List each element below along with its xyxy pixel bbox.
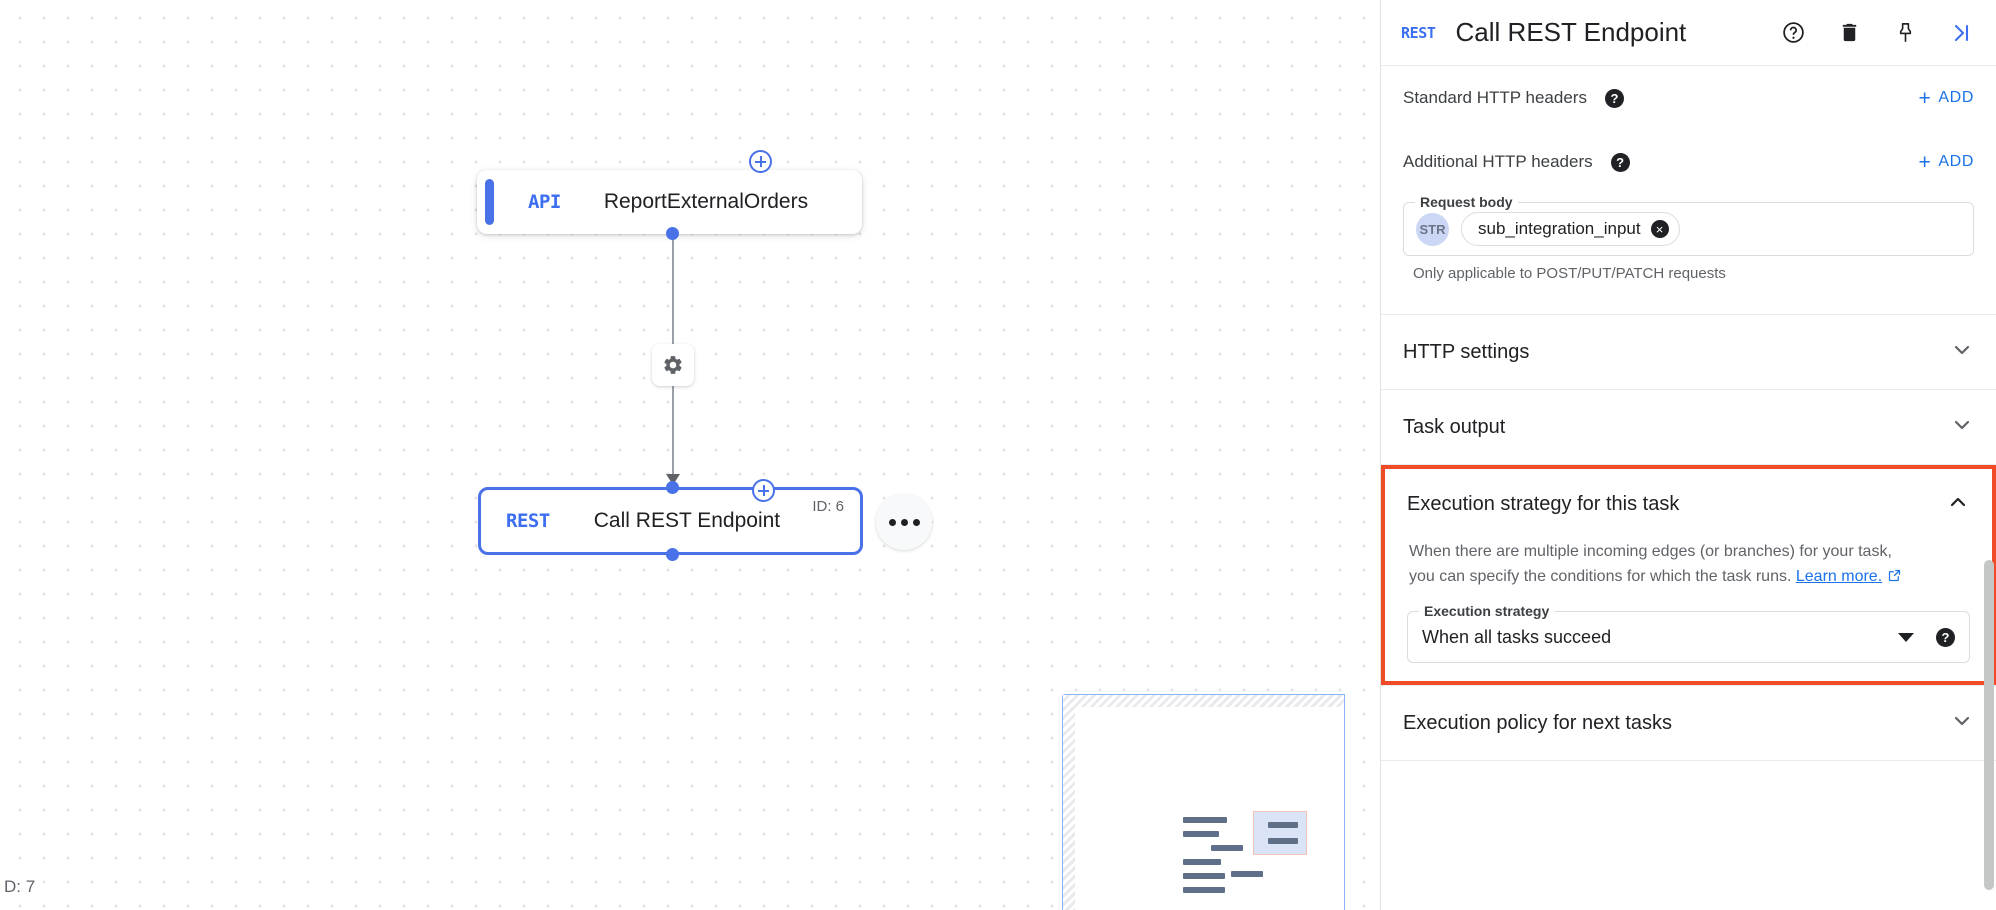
panel-header-actions — [1780, 20, 1974, 46]
canvas-node-api[interactable]: API ReportExternalOrders — [477, 170, 862, 234]
edge-arrowhead — [666, 474, 680, 485]
add-node-button-rest[interactable] — [752, 479, 775, 502]
pin-icon[interactable] — [1892, 20, 1918, 46]
section-title: Execution strategy for this task — [1407, 492, 1680, 515]
dot — [888, 518, 896, 526]
workflow-canvas[interactable]: API ReportExternalOrders REST Call REST … — [0, 0, 1380, 910]
request-body-variable-chip[interactable]: sub_integration_input × — [1461, 212, 1680, 246]
minimap-node — [1183, 873, 1225, 879]
section-task-output[interactable]: Task output — [1381, 390, 1996, 464]
section-execution-strategy[interactable]: Execution strategy for this task — [1385, 469, 1992, 539]
canvas-minimap[interactable] — [1062, 694, 1345, 910]
request-body-field[interactable]: Request body STR sub_integration_input × — [1403, 194, 1974, 256]
panel-header: REST Call REST Endpoint — [1381, 0, 1996, 66]
divider — [1381, 464, 1996, 465]
task-config-panel: REST Call REST Endpoint — [1380, 0, 1996, 910]
clipped-node-id: D: 7 — [0, 875, 44, 899]
divider — [1381, 389, 1996, 390]
chevron-down-icon[interactable] — [1950, 413, 1974, 442]
panel-scrollbar-track[interactable] — [1982, 66, 1996, 910]
page-title: Call REST Endpoint — [1455, 17, 1687, 47]
canvas-node-rest[interactable]: REST Call REST Endpoint ID: 6 — [478, 487, 863, 555]
additional-http-headers-row: Additional HTTP headers ? + ADD — [1381, 130, 1996, 194]
string-type-badge: STR — [1416, 212, 1449, 246]
panel-scrollbar-thumb[interactable] — [1984, 560, 1994, 890]
execution-strategy-description: When there are multiple incoming edges (… — [1385, 539, 1992, 601]
add-additional-header-button[interactable]: + ADD — [1919, 152, 1974, 173]
request-body-legend: Request body — [1415, 194, 1518, 210]
panel-body: Standard HTTP headers ? + ADD Additional… — [1381, 66, 1996, 910]
trash-icon[interactable] — [1836, 20, 1862, 46]
divider — [1381, 760, 1996, 761]
minimap-node — [1183, 859, 1221, 865]
add-standard-header-button[interactable]: + ADD — [1919, 88, 1974, 109]
add-node-button-api[interactable] — [749, 150, 772, 173]
help-icon[interactable]: ? — [1604, 88, 1624, 108]
dot — [912, 518, 920, 526]
minimap-node — [1268, 822, 1298, 828]
chip-label: sub_integration_input — [1478, 219, 1641, 238]
execution-strategy-value: When all tasks succeed — [1422, 626, 1612, 647]
minimap-viewport[interactable] — [1253, 811, 1307, 855]
node-type-badge: API — [528, 191, 561, 213]
node-label: ReportExternalOrders — [603, 190, 809, 213]
learn-more-link[interactable]: Learn more. — [1795, 568, 1883, 585]
plus-icon: + — [1918, 86, 1932, 110]
minimap-node — [1211, 845, 1243, 851]
dropdown-caret-icon[interactable] — [1898, 632, 1914, 642]
chevron-down-icon[interactable] — [1950, 338, 1974, 367]
section-title: HTTP settings — [1403, 340, 1530, 363]
execution-strategy-highlight: Execution strategy for this task When th… — [1381, 465, 1996, 685]
close-icon[interactable]: × — [1650, 220, 1669, 238]
external-link-icon[interactable] — [1887, 568, 1902, 585]
divider — [1381, 685, 1996, 686]
node-id-label: ID: 6 — [812, 498, 844, 515]
settings-gear-icon[interactable] — [652, 344, 694, 386]
add-label: ADD — [1938, 89, 1974, 106]
panel-type-badge: REST — [1401, 23, 1436, 42]
help-circle-icon[interactable] — [1780, 20, 1806, 46]
additional-http-headers-label: Additional HTTP headers — [1403, 152, 1593, 171]
execution-strategy-legend: Execution strategy — [1419, 603, 1555, 619]
node-output-port[interactable] — [666, 548, 679, 561]
section-title: Task output — [1403, 415, 1506, 438]
help-icon[interactable]: ? — [1936, 627, 1955, 647]
request-body-group: Request body STR sub_integration_input × — [1381, 194, 1996, 256]
node-output-port[interactable] — [666, 227, 679, 240]
node-type-badge: REST — [506, 510, 550, 532]
minimap-node — [1231, 871, 1263, 877]
section-http-settings[interactable]: HTTP settings — [1381, 315, 1996, 389]
node-accent-bar — [485, 179, 494, 225]
section-execution-policy[interactable]: Execution policy for next tasks — [1381, 686, 1996, 760]
standard-http-headers-label: Standard HTTP headers — [1403, 88, 1587, 107]
section-title: Execution policy for next tasks — [1403, 711, 1673, 734]
node-label: Call REST Endpoint — [593, 509, 781, 532]
minimap-hatch-top — [1063, 695, 1344, 707]
dot — [900, 518, 908, 526]
minimap-node — [1183, 831, 1219, 837]
execution-strategy-select[interactable]: Execution strategy When all tasks succee… — [1407, 603, 1970, 663]
node-input-port[interactable] — [666, 481, 679, 494]
minimap-node — [1183, 817, 1227, 823]
minimap-hatch-left — [1063, 695, 1075, 910]
request-body-hint: Only applicable to POST/PUT/PATCH reques… — [1413, 265, 1726, 282]
plus-icon: + — [1918, 150, 1932, 174]
chevron-down-icon[interactable] — [1950, 709, 1974, 738]
desc-line-2: you can specify the conditions for which… — [1409, 568, 1792, 585]
divider — [1381, 314, 1996, 315]
desc-line-1: When there are multiple incoming edges (… — [1409, 543, 1892, 560]
more-options-icon[interactable] — [876, 494, 932, 550]
standard-http-headers-row: Standard HTTP headers ? + ADD — [1381, 66, 1996, 130]
add-label: ADD — [1938, 153, 1974, 170]
chevron-up-icon[interactable] — [1946, 490, 1970, 519]
collapse-panel-icon[interactable] — [1948, 20, 1974, 46]
help-icon[interactable]: ? — [1610, 152, 1630, 172]
minimap-node — [1268, 838, 1298, 844]
minimap-node — [1183, 887, 1225, 893]
